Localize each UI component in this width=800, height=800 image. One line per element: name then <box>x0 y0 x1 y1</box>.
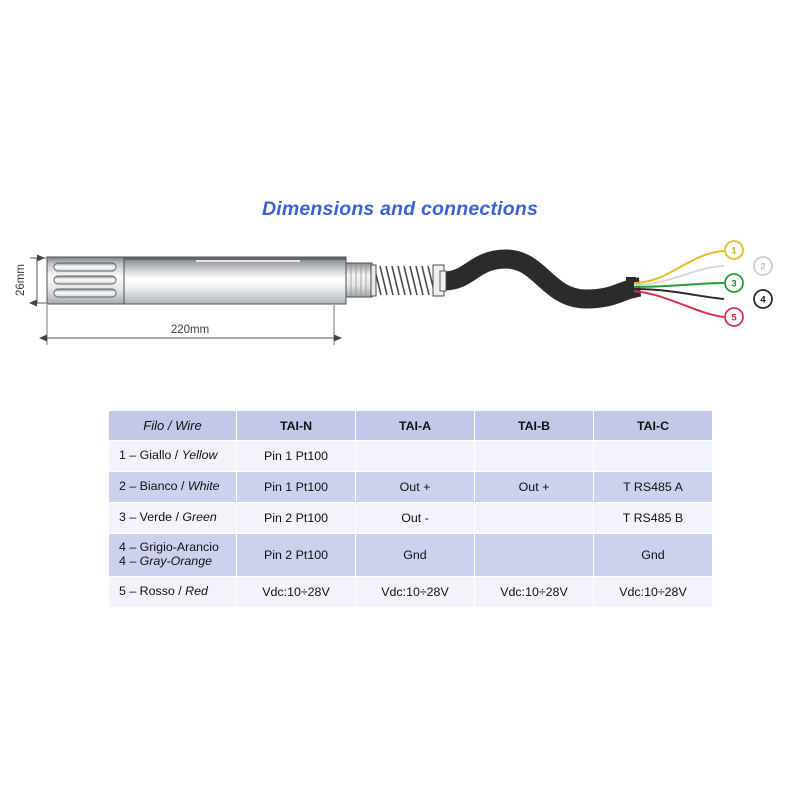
wire-name-cell: 4 – Grigio-Arancio 4 – Gray-Orange <box>108 533 237 577</box>
wire-name-cell: 2 – Bianco / White <box>108 471 237 503</box>
table-header-row: Filo / Wire TAI-N TAI-A TAI-B TAI-C <box>108 410 713 441</box>
wire-name-cell: 1 – Giallo / Yellow <box>108 440 237 472</box>
wire-marker-1: 1 <box>724 240 744 260</box>
table-row: 4 – Grigio-Arancio 4 – Gray-Orange Pin 2… <box>108 533 713 577</box>
wire-name-it-2: 4 – <box>119 554 140 568</box>
wire-leads <box>633 250 725 318</box>
cell-tai-n: Pin 1 Pt100 <box>236 440 356 472</box>
cell-tai-n: Pin 2 Pt100 <box>236 502 356 534</box>
column-header-tai-a: TAI-A <box>355 410 475 441</box>
page-title: Dimensions and connections <box>261 198 539 220</box>
cell-tai-b <box>474 502 594 534</box>
cell-tai-a: Gnd <box>355 533 475 577</box>
wire-name-it: 1 – Giallo / <box>119 448 182 463</box>
wire-marker-2: 2 <box>753 256 773 276</box>
cell-tai-c: T RS485 B <box>593 502 713 534</box>
cell-tai-a: Vdc:10÷28V <box>355 576 475 608</box>
probe-cable <box>439 249 642 309</box>
wire-marker-1-label: 1 <box>731 246 737 257</box>
wire-marker-2-label: 2 <box>760 262 765 273</box>
cell-tai-n: Pin 2 Pt100 <box>236 533 356 577</box>
probe-connector-nut <box>345 262 373 298</box>
cell-tai-a <box>355 440 475 472</box>
cell-tai-n: Pin 1 Pt100 <box>236 471 356 503</box>
column-header-tai-n: TAI-N <box>236 410 356 441</box>
wire-name-en: Yellow <box>181 448 218 463</box>
wire-name-en: White <box>187 479 220 494</box>
wire-name-en: Green <box>182 510 217 525</box>
cell-tai-b: Out + <box>474 471 594 503</box>
cell-tai-a: Out + <box>355 471 475 503</box>
diameter-label: 26mm <box>15 264 27 296</box>
wire-marker-3: 3 <box>724 273 744 293</box>
wire-name-it: 5 – Rosso / <box>119 584 186 599</box>
cell-tai-c: Vdc:10÷28V <box>593 576 713 608</box>
wire-name-cell: 5 – Rosso / Red <box>108 576 237 608</box>
cell-tai-c: T RS485 A <box>593 471 713 503</box>
table-row: 1 – Giallo / Yellow Pin 1 Pt100 <box>108 440 713 472</box>
cell-tai-b <box>474 533 594 577</box>
table-row: 3 – Verde / Green Pin 2 Pt100 Out - T RS… <box>108 502 713 534</box>
cell-tai-n: Vdc:10÷28V <box>236 576 356 608</box>
cell-tai-b: Vdc:10÷28V <box>474 576 594 608</box>
wire-name-cell: 3 – Verde / Green <box>108 502 237 534</box>
probe-body <box>123 256 347 305</box>
column-header-tai-b: TAI-B <box>474 410 594 441</box>
cell-tai-c: Gnd <box>593 533 713 577</box>
probe-filter-cap <box>46 256 125 305</box>
wire-marker-3-label: 3 <box>731 279 736 290</box>
wire-name-it: 4 – Grigio-Arancio <box>119 540 219 555</box>
wire-name-en: Red <box>185 584 208 599</box>
table-row: 5 – Rosso / Red Vdc:10÷28V Vdc:10÷28V Vd… <box>108 576 713 608</box>
wire-name-it: 3 – Verde / <box>119 510 183 525</box>
diameter-dimension: 26mm <box>15 254 46 307</box>
wiring-table: Filo / Wire TAI-N TAI-A TAI-B TAI-C 1 – … <box>108 410 713 608</box>
wire-name-it: 2 – Bianco / <box>119 479 188 494</box>
cable-strain-relief <box>370 264 445 297</box>
length-dimension: 220mm <box>39 305 342 345</box>
cell-tai-b <box>474 440 594 472</box>
wire-marker-4: 4 <box>753 289 773 309</box>
wire-marker-5-label: 5 <box>731 313 737 324</box>
wire-name-en-2: Gray-Orange <box>139 554 212 568</box>
cell-tai-c <box>593 440 713 472</box>
wire-number-markers: 1 2 3 4 5 <box>724 240 773 327</box>
wire-marker-4-label: 4 <box>760 295 766 306</box>
length-label: 220mm <box>171 324 209 336</box>
column-header-wire: Filo / Wire <box>108 410 237 441</box>
probe-dimensions-diagram: 26mm <box>0 225 800 375</box>
table-row: 2 – Bianco / White Pin 1 Pt100 Out + Out… <box>108 471 713 503</box>
column-header-tai-c: TAI-C <box>593 410 713 441</box>
wire-marker-5: 5 <box>724 307 744 327</box>
cell-tai-a: Out - <box>355 502 475 534</box>
